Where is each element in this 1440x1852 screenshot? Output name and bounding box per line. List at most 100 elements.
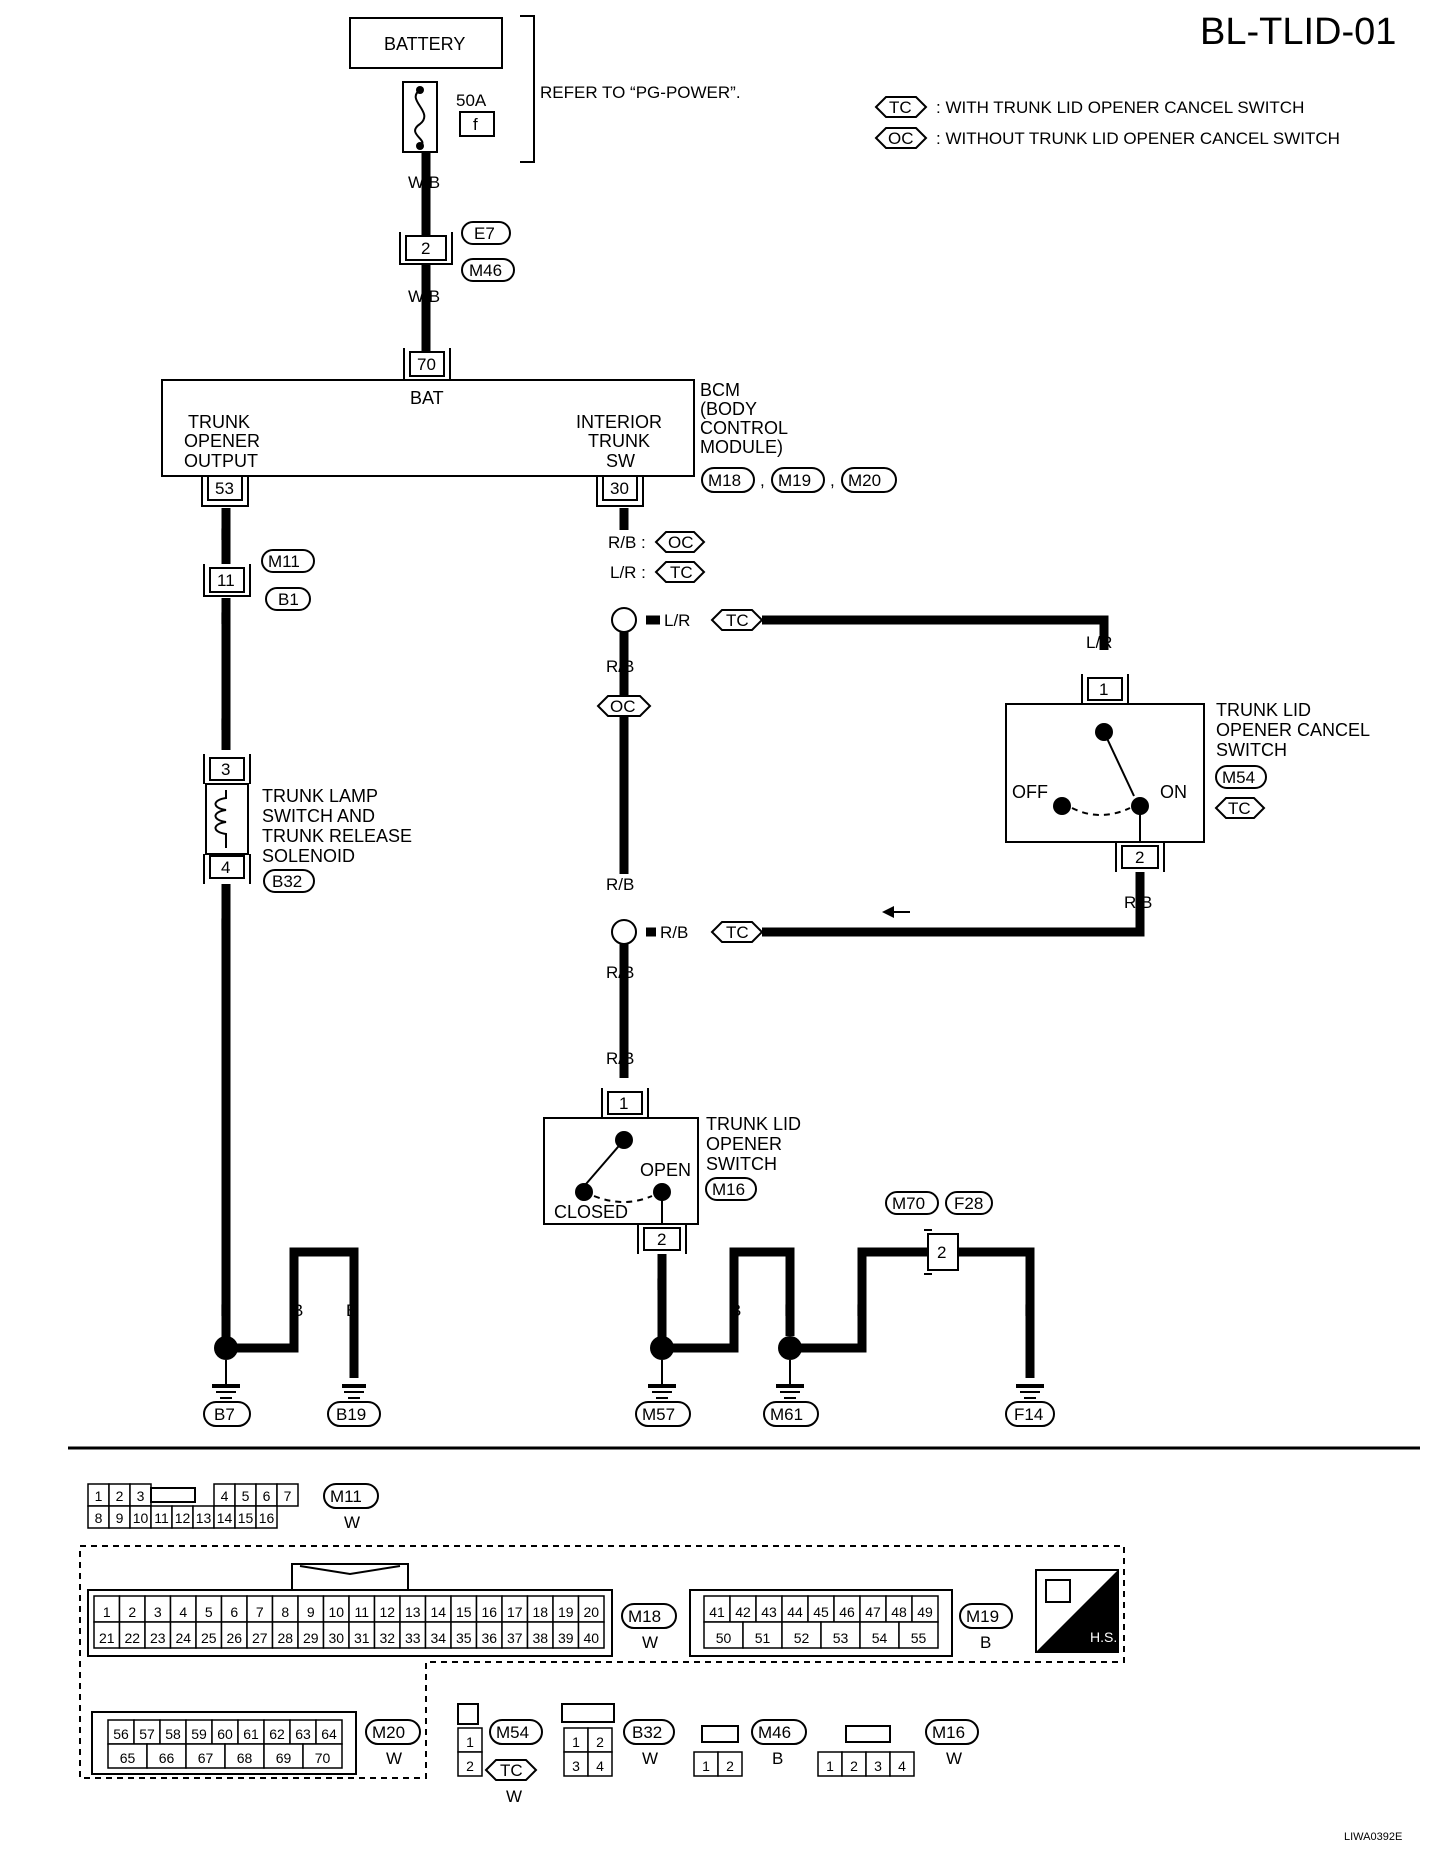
m18-pin-15: 15: [456, 1604, 472, 1620]
view-m11-id: M11: [330, 1487, 362, 1506]
solenoid-pin3: 3: [221, 760, 230, 779]
m19-pin-50-cell: [703, 1621, 744, 1649]
opener-name-2: OPENER: [706, 1134, 782, 1154]
wire-label-rb-4: R/B: [606, 963, 634, 982]
m20-pin-68-cell: [224, 1743, 265, 1769]
b32-pin-1: 1: [572, 1734, 580, 1750]
m18-pin-27: 27: [252, 1630, 268, 1646]
b32-label: B32: [272, 872, 302, 891]
m18-pin-7-cell: [246, 1595, 274, 1623]
cancel-name-3: SWITCH: [1216, 740, 1287, 760]
view-m20-id: M20: [372, 1723, 405, 1742]
m18-pin-6: 6: [230, 1604, 238, 1620]
wire-label-wb-1: W/B: [408, 173, 440, 192]
m18-pin-18: 18: [532, 1604, 548, 1620]
ground-m57-tag: [635, 1401, 691, 1427]
diagram-title: BL-TLID-01: [1200, 11, 1396, 53]
legend: TC : WITH TRUNK LID OPENER CANCEL SWITCH…: [874, 96, 1340, 149]
m19-pin-54: 54: [872, 1630, 888, 1646]
m18-pin-31-cell: [348, 1621, 376, 1649]
m19-housing: [689, 1589, 953, 1657]
view-m46-id: M46: [758, 1723, 791, 1742]
ground-wire-b-4: B: [656, 1275, 667, 1294]
m18-pin-14: 14: [430, 1604, 446, 1620]
m11-pin-1: 1: [95, 1488, 103, 1504]
m18-pin-3: 3: [154, 1604, 162, 1620]
opener-switch-arm: [585, 1139, 625, 1185]
wire-label-lr-tc: L/R :: [610, 563, 646, 582]
m70-tag: [885, 1191, 939, 1215]
cancel-on-label: ON: [1160, 782, 1187, 802]
m54-latch: [457, 1703, 479, 1725]
connector-symbol-icon: [1045, 1579, 1071, 1603]
m16-pin-1: 1: [826, 1758, 834, 1774]
solenoid-pin3-box: [209, 757, 245, 781]
f28-label: F28: [954, 1194, 983, 1213]
wire-rb-from-cancel: [762, 872, 1145, 937]
ground-f14: F14: [1014, 1405, 1043, 1424]
bcm-name-3: CONTROL: [700, 418, 788, 438]
m20-pin-67: 67: [198, 1750, 214, 1766]
m54-pin-2-cell: [457, 1751, 483, 1777]
m18-pin-33-cell: [399, 1621, 427, 1649]
m18-pin-13-cell: [399, 1595, 427, 1623]
m11-pin-7: 7: [284, 1488, 292, 1504]
wire-label-b-solenoid: B: [220, 915, 231, 934]
m18-pin-26-cell: [220, 1621, 248, 1649]
solenoid-name-4: SOLENOID: [262, 846, 355, 866]
m11-pin-15: 15: [238, 1510, 254, 1526]
ground-m61-tag: [763, 1401, 819, 1427]
m20-pin-66: 66: [159, 1750, 175, 1766]
m16-pin-4-cell: [889, 1751, 915, 1777]
m11-pin-box: [209, 567, 245, 593]
m11-pin-13: 13: [196, 1510, 212, 1526]
wire-label-rb-1: R/B: [606, 657, 634, 676]
m16-pin-2: 2: [850, 1758, 858, 1774]
m18-pin-16-cell: [475, 1595, 503, 1623]
m18-pin-39: 39: [558, 1630, 574, 1646]
m20-pin-63: 63: [295, 1726, 311, 1742]
m18-pin-11: 11: [354, 1604, 369, 1620]
fuse-symbol: [414, 89, 426, 147]
m18-pin-34-cell: [424, 1621, 452, 1649]
m19-pin-48: 48: [891, 1604, 907, 1620]
bcm-conn-m20: M20: [848, 471, 881, 490]
m11-pin-8: 8: [95, 1510, 103, 1526]
solenoid-name-1: TRUNK LAMP: [262, 786, 378, 806]
wire-label-rb-oc: R/B :: [608, 533, 646, 552]
m54-label: M54: [1222, 768, 1255, 787]
view-m18-color: W: [642, 1633, 658, 1652]
wire-label-p-1: P: [220, 525, 231, 544]
b32-pin-4: 4: [596, 1758, 604, 1774]
opener-closed-label: CLOSED: [554, 1202, 628, 1222]
fuse-amp: 50A: [456, 91, 487, 110]
m18-pin-38: 38: [532, 1630, 548, 1646]
battery-block: BATTERY 50A f REFER TO “PG-POWER”.: [349, 15, 741, 163]
bcm-bat-pin: 70: [417, 355, 436, 374]
bcm-pin-53: 53: [215, 479, 234, 498]
cancel-name-1: TRUNK LID: [1216, 700, 1311, 720]
wire-ground-m70: [800, 1247, 928, 1353]
ground-b7-tag: [203, 1401, 251, 1427]
m11-pin-6: 6: [263, 1488, 271, 1504]
solenoid-coil: [214, 790, 227, 848]
m20-pin-69: 69: [276, 1750, 292, 1766]
m18-pin-23: 23: [150, 1630, 166, 1646]
m11-tag: [261, 549, 315, 573]
m18-pin-13: 13: [405, 1604, 421, 1620]
m54-pin-1: 1: [466, 1734, 474, 1750]
m11-latch: [150, 1487, 196, 1503]
m18-pin-20: 20: [583, 1604, 599, 1620]
opener-name-3: SWITCH: [706, 1154, 777, 1174]
tc-tag-4: [710, 921, 764, 943]
m11-pin-7-cell: [276, 1483, 299, 1507]
view-m11-color: W: [344, 1513, 360, 1532]
bcm-pin-30: 30: [610, 479, 629, 498]
m11-pin-4: 4: [221, 1488, 229, 1504]
m18-pin-7: 7: [256, 1604, 264, 1620]
m18-pin-27-cell: [246, 1621, 274, 1649]
ground-wire-b-7: B: [856, 1301, 867, 1320]
m19-pin-46: 46: [839, 1604, 855, 1620]
m16-pin-2-cell: [841, 1751, 867, 1777]
